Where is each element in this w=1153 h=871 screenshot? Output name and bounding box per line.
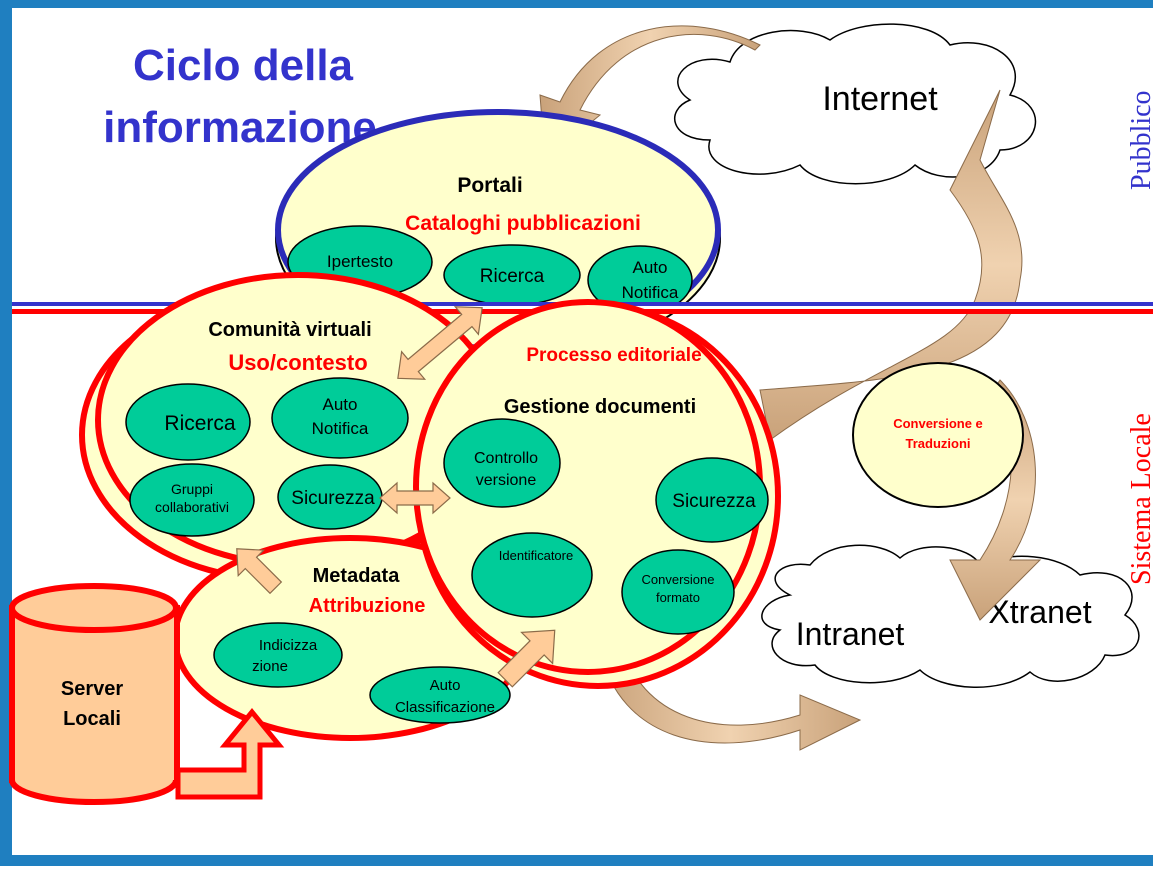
auto-notifica-comunita-1: Auto xyxy=(323,395,358,414)
arrow-comunita-processo xyxy=(379,481,451,515)
arrow-metadata-processo xyxy=(497,629,556,688)
sicurezza-processo-label: Sicurezza xyxy=(672,491,756,512)
node-auto-classificazione xyxy=(369,666,511,724)
conversione-circle xyxy=(852,362,1024,508)
intranet-cloud xyxy=(761,544,1140,688)
label-sistema-locale: Sistema Locale xyxy=(1126,413,1153,585)
node-gruppi xyxy=(129,463,255,537)
ricerca-comunita-label: Ricerca xyxy=(164,412,236,435)
metadata-subtitle: Attribuzione xyxy=(309,595,426,617)
xtranet-label: Xtranet xyxy=(988,594,1091,630)
sicurezza-comunita-label: Sicurezza xyxy=(291,488,375,509)
node-sicurezza-processo xyxy=(655,457,769,543)
conversione-label-2: Traduzioni xyxy=(906,436,971,451)
gruppi-label-2: collaborativi xyxy=(155,499,229,515)
internet-label: Internet xyxy=(822,80,938,118)
arrow-metadata-comunita xyxy=(236,548,283,595)
indicizzazione-label-1: Indicizza xyxy=(259,637,318,654)
arrow-to-internet xyxy=(759,89,1023,441)
controllo-label-1: Controllo xyxy=(474,450,538,467)
ipertesto-label: Ipertesto xyxy=(327,252,393,271)
indicizzazione-label-2: zione xyxy=(252,658,288,675)
intranet-label: Intranet xyxy=(796,616,905,652)
arrow-from-internet xyxy=(539,25,761,161)
server-label-2: Locali xyxy=(63,708,121,730)
identificatore-label: Identificatore xyxy=(499,548,573,563)
auto-classificazione-label-2: Classificazione xyxy=(395,699,495,716)
node-identificatore xyxy=(471,532,593,618)
portali-title: Portali xyxy=(457,174,522,197)
gruppi-label-1: Gruppi xyxy=(171,481,213,497)
server-label-1: Server xyxy=(61,678,123,700)
conversione-label-1: Conversione e xyxy=(893,416,983,431)
node-auto-notifica-comunita xyxy=(271,377,409,459)
arrow-portali-comunita xyxy=(397,306,483,380)
auto-notifica-portali-1: Auto xyxy=(633,258,668,277)
server-cylinder xyxy=(9,583,180,805)
processo-subtitle: Gestione documenti xyxy=(504,396,696,418)
node-conversione-formato xyxy=(621,549,735,635)
auto-notifica-comunita-2: Notifica xyxy=(312,419,369,438)
ricerca-portali-label: Ricerca xyxy=(480,266,545,287)
frame-top xyxy=(0,0,1153,8)
arrow-server-metadata xyxy=(175,708,285,800)
node-indicizzazione xyxy=(213,622,343,688)
frame-bottom xyxy=(0,855,1153,866)
comunita-title: Comunità virtuali xyxy=(208,319,371,341)
processo-title: Processo editoriale xyxy=(526,345,701,366)
conversione-formato-label-2: formato xyxy=(656,590,700,605)
controllo-label-2: versione xyxy=(476,472,537,489)
title-line-1: Ciclo della xyxy=(133,41,354,90)
arrow-to-intranet xyxy=(599,639,862,751)
auto-notifica-portali-2: Notifica xyxy=(622,283,679,302)
title-line-2: informazione xyxy=(103,103,377,152)
node-controllo-versione xyxy=(443,418,561,508)
comunita-subtitle: Uso/contesto xyxy=(228,350,367,375)
label-pubblico: Pubblico xyxy=(1126,90,1153,190)
internet-cloud xyxy=(673,23,1037,185)
auto-classificazione-label-1: Auto xyxy=(430,677,461,694)
conversione-formato-label-1: Conversione xyxy=(642,572,715,587)
portali-subtitle: Cataloghi pubblicazioni xyxy=(405,212,641,235)
metadata-title: Metadata xyxy=(313,565,401,587)
node-ricerca-comunita xyxy=(125,383,251,461)
